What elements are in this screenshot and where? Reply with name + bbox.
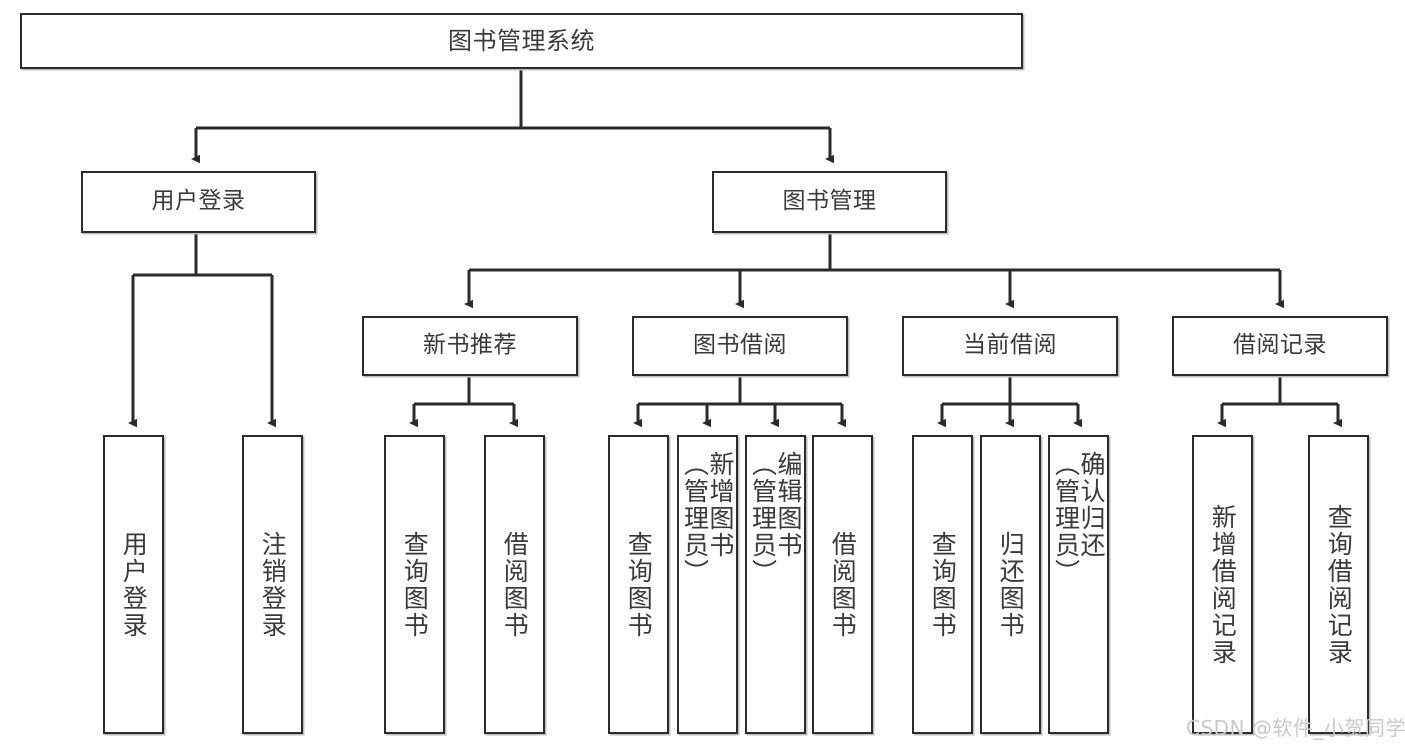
node-label: 借阅图书 xyxy=(500,530,530,639)
node-root-system[interactable]: 图书管理系统 xyxy=(20,13,1023,69)
node-label: 新增图书 （管理员） xyxy=(680,451,736,586)
node-book-manage[interactable]: 图书管理 xyxy=(712,171,947,233)
node-label: 图书管理系统 xyxy=(448,26,595,55)
leaf-confirm-return-admin[interactable]: 确认归还 （管理员） xyxy=(1048,435,1109,734)
leaf-add-book-admin[interactable]: 新增图书 （管理员） xyxy=(677,435,738,734)
leaf-add-borrow-record[interactable]: 新增借阅记录 xyxy=(1192,435,1253,734)
node-label: 查询图书 xyxy=(624,530,654,639)
node-label: 当前借阅 xyxy=(963,332,1057,359)
leaf-logout[interactable]: 注销登录 xyxy=(242,435,303,734)
leaf-edit-book-admin[interactable]: 编辑图书 （管理员） xyxy=(745,435,806,734)
node-label: 借阅记录 xyxy=(1233,332,1327,359)
node-label: 查询图书 xyxy=(400,530,430,639)
leaf-query-book-borrow[interactable]: 查询图书 xyxy=(608,435,669,734)
leaf-borrow-book-new-recommend[interactable]: 借阅图书 xyxy=(484,435,545,734)
node-label: 用户登录 xyxy=(151,188,246,215)
node-label: 注销登录 xyxy=(258,530,288,639)
leaf-return-book[interactable]: 归还图书 xyxy=(980,435,1041,734)
csdn-watermark: CSDN @软件_小贺同学 xyxy=(1186,716,1405,740)
node-label: 图书管理 xyxy=(782,188,877,215)
node-label: 新书推荐 xyxy=(423,332,517,359)
node-label: 归还图书 xyxy=(996,530,1026,639)
leaf-borrow-book-borrow[interactable]: 借阅图书 xyxy=(812,435,873,734)
leaf-user-login[interactable]: 用户登录 xyxy=(103,435,164,734)
node-label: 借阅图书 xyxy=(828,530,858,639)
node-current-borrow[interactable]: 当前借阅 xyxy=(902,316,1118,376)
leaf-query-book-current[interactable]: 查询图书 xyxy=(912,435,973,734)
node-new-book-recommend[interactable]: 新书推荐 xyxy=(362,316,578,376)
node-label: 编辑图书 （管理员） xyxy=(748,451,804,586)
node-label: 图书借阅 xyxy=(693,332,787,359)
node-user-login[interactable]: 用户登录 xyxy=(81,171,316,233)
node-label: 用户登录 xyxy=(119,530,149,639)
leaf-query-book-new-recommend[interactable]: 查询图书 xyxy=(384,435,445,734)
node-book-borrow[interactable]: 图书借阅 xyxy=(632,316,848,376)
node-label: 确认归还 （管理员） xyxy=(1051,451,1107,586)
node-label: 新增借阅记录 xyxy=(1208,503,1238,666)
node-borrow-record[interactable]: 借阅记录 xyxy=(1172,316,1388,376)
leaf-query-borrow-record[interactable]: 查询借阅记录 xyxy=(1308,435,1369,734)
node-label: 查询图书 xyxy=(928,530,958,639)
node-label: 查询借阅记录 xyxy=(1324,503,1354,666)
